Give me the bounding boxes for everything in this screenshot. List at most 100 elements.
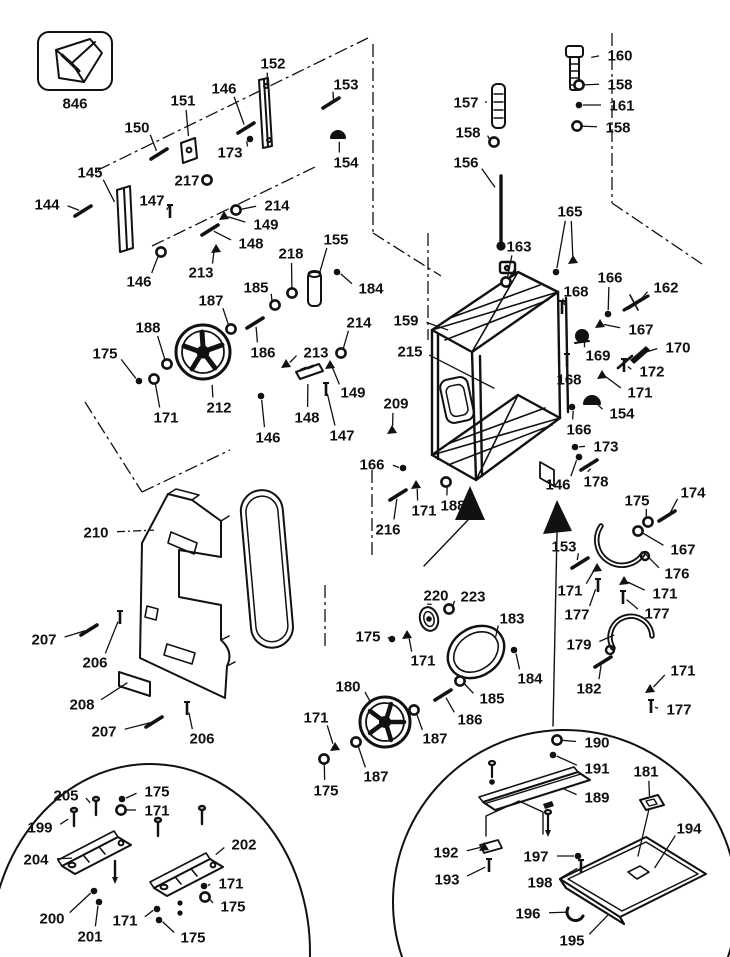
hardware-wedge — [645, 684, 655, 693]
hardware-ring — [201, 174, 213, 186]
part-label: 158 — [455, 125, 480, 142]
part-label: 186 — [250, 345, 275, 362]
leader-line — [104, 621, 119, 654]
hardware-ball — [155, 916, 163, 924]
leader-line — [669, 498, 679, 514]
leader-line — [598, 665, 602, 680]
hardware-ring — [571, 120, 583, 132]
part-label: 175 — [180, 930, 205, 947]
frame-159-215 — [430, 260, 570, 487]
leader-line — [154, 382, 161, 408]
bar-145 — [116, 185, 134, 253]
leader-line — [364, 691, 372, 703]
leader-line — [605, 376, 622, 389]
leader-line — [188, 712, 193, 730]
part-label: 184 — [517, 671, 543, 688]
hardware-ball — [333, 268, 341, 276]
leader-line — [102, 179, 116, 203]
part-label: 153 — [551, 539, 576, 556]
hardware-wedge — [479, 842, 489, 851]
part-label: 146 — [545, 477, 570, 494]
part-label: 173 — [217, 145, 242, 162]
part-label: 171 — [652, 586, 677, 603]
part-label: 171 — [411, 503, 436, 520]
leader-line — [207, 883, 211, 887]
part-label: 175 — [92, 346, 117, 363]
leader-line — [120, 358, 137, 379]
part-label: 846 — [62, 96, 87, 113]
hardware-screw — [433, 688, 453, 702]
part-label: 187 — [363, 769, 388, 786]
hardware-wedge — [387, 425, 397, 434]
part-label: 147 — [139, 193, 164, 210]
part-label: 171 — [303, 710, 328, 727]
leader-line — [227, 216, 246, 223]
leader-line — [331, 367, 340, 385]
part-label: 201 — [77, 929, 102, 946]
part-label: 193 — [434, 872, 459, 889]
hardware-ball — [90, 887, 98, 895]
part-label: 148 — [238, 236, 263, 253]
hardware-ball — [568, 403, 576, 411]
part-label: 171 — [410, 653, 435, 670]
belt-183 — [446, 624, 506, 680]
part-label: 154 — [333, 155, 359, 172]
leader-line — [463, 682, 474, 694]
motor-block-215 — [439, 376, 475, 424]
hardware-screw — [79, 623, 99, 637]
leader-line — [342, 330, 350, 350]
hardware-ball — [135, 377, 143, 385]
part-label: 218 — [278, 246, 303, 263]
leader-line — [261, 399, 266, 428]
cylinder-155 — [307, 270, 322, 307]
hardware-ring — [199, 891, 211, 903]
part-label: 167 — [670, 542, 695, 559]
part-label: 171 — [144, 803, 169, 820]
bar-152 — [258, 77, 273, 149]
leader-line — [556, 755, 578, 766]
hardware-screw — [579, 458, 599, 472]
part-label: 220 — [423, 588, 448, 605]
part-label: 187 — [422, 731, 447, 748]
leader-line — [213, 230, 232, 241]
part-label: 208 — [69, 697, 94, 714]
leader-line — [580, 125, 598, 128]
part-label: 207 — [31, 632, 56, 649]
part-label: 171 — [670, 663, 695, 680]
hardware-ball — [571, 443, 579, 451]
leader-line — [387, 636, 390, 639]
part-label: 214 — [264, 198, 290, 215]
part-label: 179 — [566, 637, 591, 654]
part-label: 171 — [218, 876, 243, 893]
blade-loop — [239, 489, 294, 649]
leader-line — [644, 347, 658, 353]
part-label: 144 — [34, 197, 60, 214]
hardware-screw — [657, 509, 677, 523]
hardware-ball — [257, 392, 265, 400]
leader-line — [426, 321, 449, 331]
part-label: 181 — [633, 764, 658, 781]
part-label: 206 — [189, 731, 214, 748]
leader-line — [124, 722, 151, 730]
detail-circle-right — [392, 729, 730, 957]
hardware-screw — [73, 204, 93, 218]
part-label: 174 — [680, 485, 706, 502]
part-label: 148 — [294, 410, 319, 427]
hardware-ball — [604, 310, 612, 318]
leader-line — [641, 531, 664, 546]
leader-line — [570, 220, 574, 257]
leader-line — [571, 410, 574, 420]
leader-line — [595, 402, 603, 410]
detail-circle-left — [0, 763, 311, 957]
part-label: 210 — [83, 525, 108, 542]
inset-box-846 — [37, 31, 113, 91]
part-label: 163 — [506, 239, 531, 256]
hardware-ring — [335, 347, 347, 359]
leader-line — [428, 354, 495, 389]
hardware-ball — [399, 464, 407, 472]
assembly-arrow-2 — [543, 500, 572, 727]
leader-line — [239, 205, 257, 211]
leader-line — [466, 866, 486, 877]
leader-line — [652, 674, 666, 688]
